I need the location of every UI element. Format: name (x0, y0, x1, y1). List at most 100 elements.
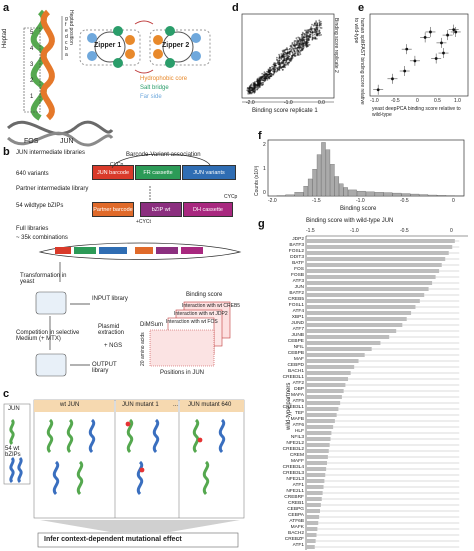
scatter-point (248, 86, 251, 89)
scatter-point (279, 66, 282, 69)
partner-bar (306, 275, 436, 279)
scatter-point (305, 41, 308, 44)
partner-bar (306, 377, 349, 381)
partner-bar (306, 257, 446, 261)
scatter-point (253, 83, 256, 85)
positions-in-jun-label: Positions in JUN (160, 370, 205, 376)
partner-label: ATF5 (292, 399, 304, 404)
e-point (442, 51, 445, 55)
hist-bar (356, 190, 366, 197)
hist-bar (343, 187, 348, 197)
fr-cassette-box: FR cassette (135, 165, 181, 180)
partner-lib-label: Partner intermediate library (16, 186, 89, 192)
partner-bar (306, 389, 344, 393)
scatter-point (316, 30, 318, 32)
partner-bar (306, 401, 341, 405)
zipper-1-label: Zipper 1 (94, 42, 122, 49)
e-xtick-2: -0.5 (391, 98, 400, 104)
g-tick-3: -0.5 (400, 228, 409, 234)
partner-label: ATF1 (292, 483, 304, 488)
hist-bar (303, 186, 308, 197)
dna-helix (6, 120, 114, 147)
partner-bar (306, 431, 332, 435)
scatter-point (296, 39, 298, 41)
f-xtick-1: -2.0 (268, 198, 277, 204)
ngs-label: + NGS (104, 343, 123, 349)
scatter-point (272, 63, 275, 66)
partner-bar (306, 509, 321, 513)
partner-label: NFE2L2 (286, 441, 304, 446)
partner-label: MAFF (290, 459, 304, 464)
scatter-point (285, 53, 288, 56)
scatter-point (305, 40, 308, 43)
scatter-point (288, 53, 291, 55)
partner-label: CREB3L2 (282, 447, 304, 452)
scatter-point (306, 35, 309, 37)
scatter-point (305, 44, 308, 47)
scatter-point (258, 83, 261, 86)
scatter-point (278, 59, 281, 61)
hist-bar (334, 176, 340, 197)
scatter-point (314, 23, 316, 25)
hist-bar (428, 194, 438, 197)
scatter-point (315, 26, 318, 28)
partner-bar (306, 353, 365, 357)
partner-bar (306, 311, 412, 315)
scatter-point (276, 62, 279, 65)
scatter-point (315, 34, 318, 37)
panel-label-a: a (3, 2, 10, 14)
partner-bar (306, 473, 326, 477)
hist-bar (383, 192, 393, 197)
binding-score-heat-label: Binding score (186, 292, 223, 298)
scatter-point (282, 55, 285, 58)
scatter-point (299, 46, 302, 49)
scatter-point (315, 24, 318, 26)
scatter-point (319, 20, 322, 23)
partner-label: ATF7 (292, 327, 304, 332)
plasmid-label: Plasmid extraction (98, 324, 125, 336)
scatter-point (285, 48, 287, 51)
scatter-point (297, 50, 300, 52)
partner-label: CREM (289, 453, 304, 458)
c-col-ellipsis: ... (173, 402, 179, 408)
hist-bar (365, 191, 375, 197)
heptad-number-4: 4 (30, 46, 34, 52)
partner-label: ATF3 (292, 279, 304, 284)
scatter-point (313, 33, 316, 36)
scatter-point (278, 53, 280, 56)
partner-label: XBP1 (291, 315, 304, 320)
scatter-point (258, 86, 261, 89)
scatter-point (258, 79, 261, 82)
partner-label: CEBPD (287, 363, 304, 368)
scatter-point (266, 78, 269, 81)
e-point (413, 59, 417, 63)
partner-label: CEBPE (287, 339, 304, 344)
scatter-point (256, 88, 259, 90)
scatter-point (296, 50, 298, 53)
partner-bar (306, 425, 334, 429)
scatter-point (253, 85, 256, 87)
partner-bar (306, 479, 325, 483)
scatter-point (280, 53, 283, 55)
scatter-point (311, 34, 314, 37)
scatter-point (247, 86, 250, 89)
heptad-number-2: 2 (30, 78, 34, 84)
hist-bar (392, 192, 402, 197)
partner-label: NFIL (293, 345, 304, 350)
hist-bar (348, 189, 357, 197)
scatter-point (287, 51, 289, 54)
scatter-point (293, 40, 296, 43)
e-point (403, 69, 407, 73)
scatter-point (312, 37, 315, 39)
hist-bar (325, 149, 331, 197)
hist-bar (401, 193, 411, 197)
scatter-points (246, 19, 323, 95)
scatter-point (261, 81, 264, 84)
g-tick-1: -1.5 (306, 228, 315, 234)
full-lib-label: Full libraries (16, 226, 49, 232)
partner-label: CREB1 (288, 501, 304, 506)
scatter-point (273, 64, 276, 67)
scatter-point (291, 42, 294, 44)
